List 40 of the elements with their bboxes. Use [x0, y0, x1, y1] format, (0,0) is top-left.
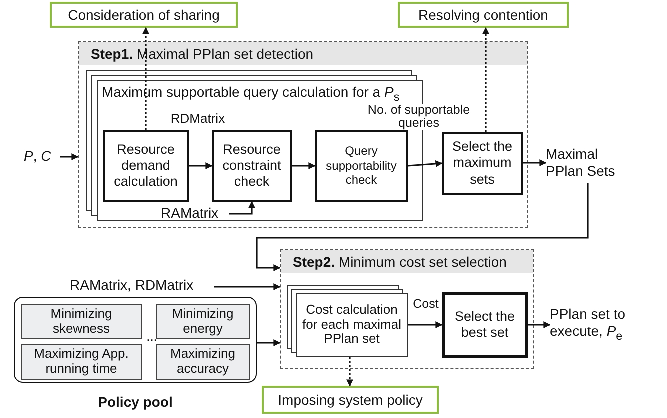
flow-label: Maximal PPlan Sets [546, 145, 630, 181]
arrow [528, 322, 551, 328]
arrow [60, 154, 79, 160]
panel-caption: Policy pool [97, 394, 174, 410]
process-box: Select the maximum sets [442, 132, 523, 195]
policy-box: Maximizing accuracy [156, 344, 250, 380]
arrow [292, 162, 316, 170]
flow-label: PPlan set to execute, P$_{e}$ [550, 305, 650, 345]
dotted-arrow [142, 27, 150, 130]
policy-box: Minimizing energy [156, 304, 250, 339]
stacked-card: Cost calculation for each maximal PPlan set [296, 293, 408, 357]
policy-box: Maximizing App. running time [21, 344, 142, 380]
matrix-label: RDMatrix [170, 112, 226, 128]
arrow [523, 160, 547, 166]
dashed-group-panel [280, 249, 534, 369]
flow-label: P, C [24, 149, 58, 165]
note-box: Consideration of sharing [50, 2, 238, 28]
process-box: Resource constraint check [212, 130, 292, 202]
process-box: Select the best set [442, 292, 528, 358]
flow-label: RAMatrix, RDMatrix [70, 277, 210, 295]
dotted-arrow [346, 357, 354, 387]
arrow [408, 160, 443, 168]
policy-box: Minimizing skewness [21, 304, 142, 339]
arrow [256, 183, 589, 272]
arrow [408, 322, 443, 328]
process-box: Resource demand calculation [103, 130, 189, 202]
arrow [229, 201, 256, 215]
card-heading: Maximum supportable query calculation for a P$_{s}$ [102, 84, 400, 104]
group-heading: Step2. Minimum cost set selection [293, 254, 507, 270]
note-box: Resolving contention [398, 2, 569, 28]
arrow [257, 340, 281, 346]
dotted-arrow [482, 27, 490, 132]
flow-label: RAMatrix [161, 206, 227, 222]
arrow [189, 162, 213, 170]
group-heading: Step1. Maximal PPlan set detection [91, 46, 314, 62]
arrow [214, 284, 281, 290]
ellipsis-text: ... [146, 330, 158, 344]
process-box: Query supportability check [315, 130, 408, 202]
note-box: Imposing system policy [262, 386, 439, 414]
dashed-group-panel [78, 41, 528, 228]
